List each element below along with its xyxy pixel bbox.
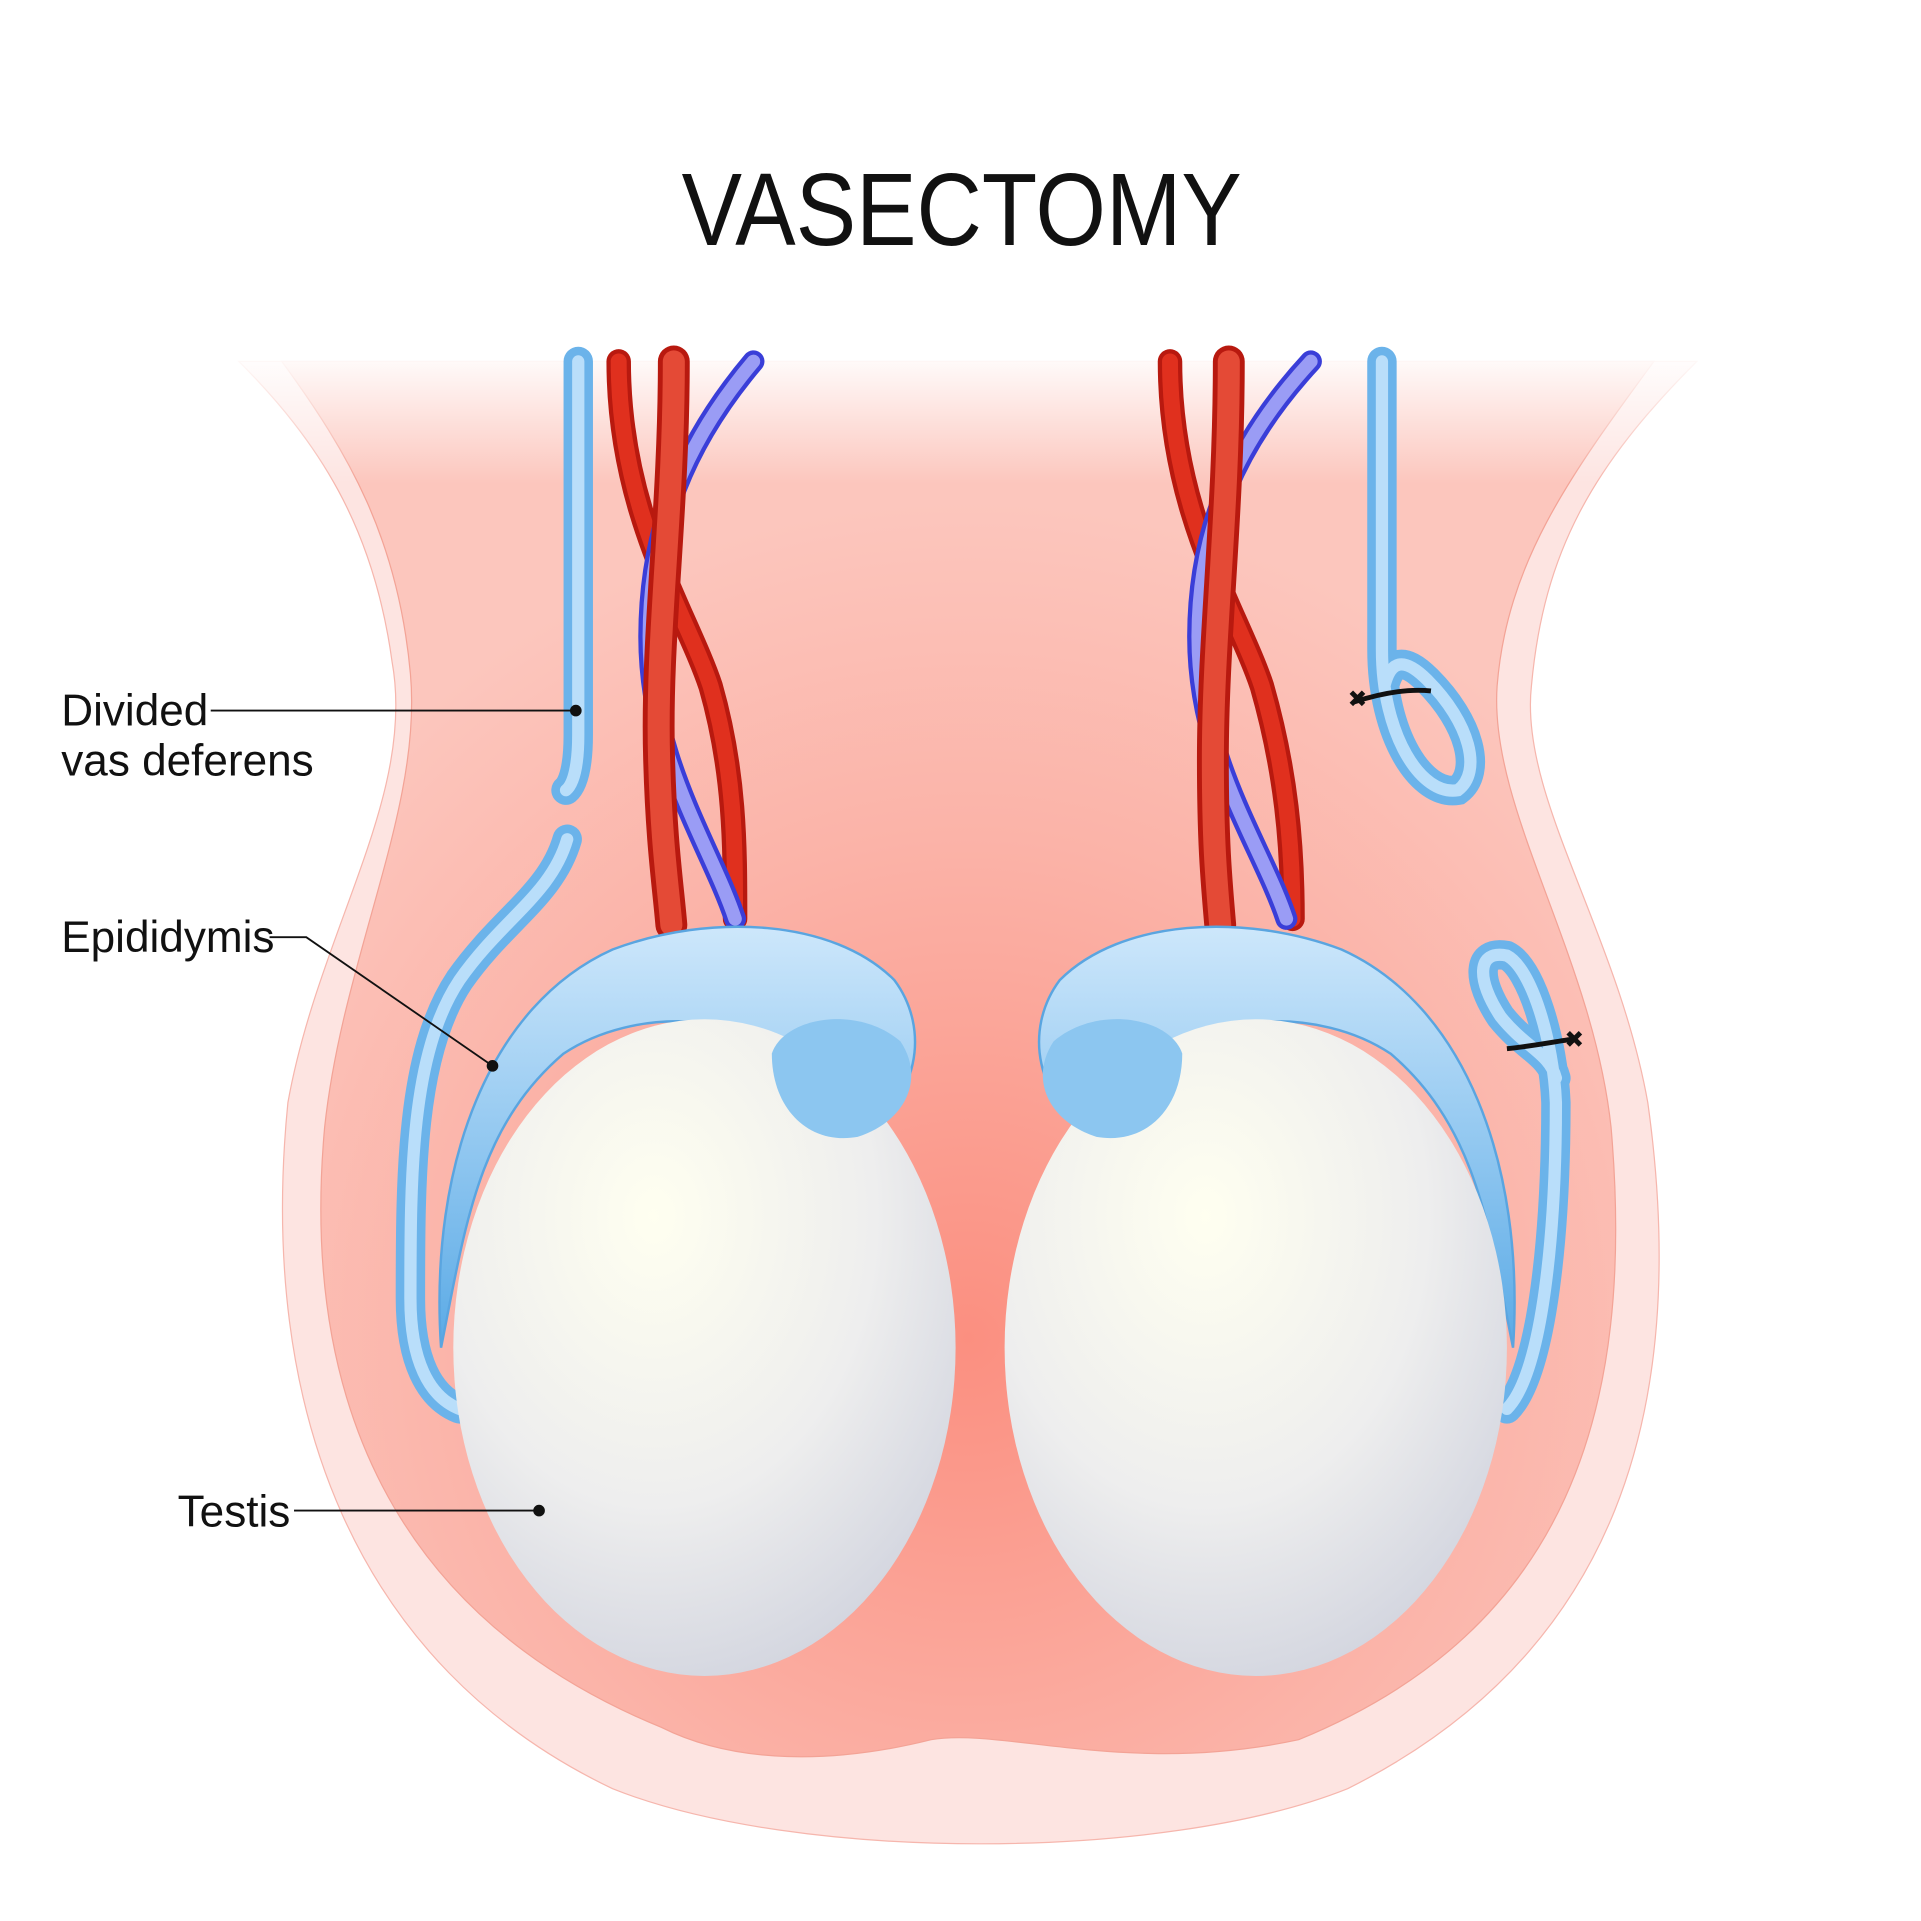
left-spermatic-cord	[606, 345, 765, 941]
leader-lines	[210, 704, 582, 1517]
left-epididymis-head	[771, 1019, 912, 1139]
left-testis	[453, 1019, 956, 1676]
right-testis	[1004, 1019, 1507, 1676]
label-testis: Testis	[178, 1488, 291, 1537]
diagram-title: VASECTOMY	[682, 152, 1242, 268]
left-vas-deferens	[395, 346, 593, 1424]
right-epididymis-head	[1042, 1019, 1183, 1139]
right-spermatic-cord	[1157, 345, 1322, 941]
label-vas-deferens-line2: vas deferens	[61, 737, 313, 786]
label-vas-deferens-line1: Divided	[61, 686, 208, 735]
right-vas-deferens	[1367, 346, 1571, 1424]
label-epididymis: Epididymis	[61, 913, 274, 962]
ligature-ties	[1349, 687, 1583, 1052]
